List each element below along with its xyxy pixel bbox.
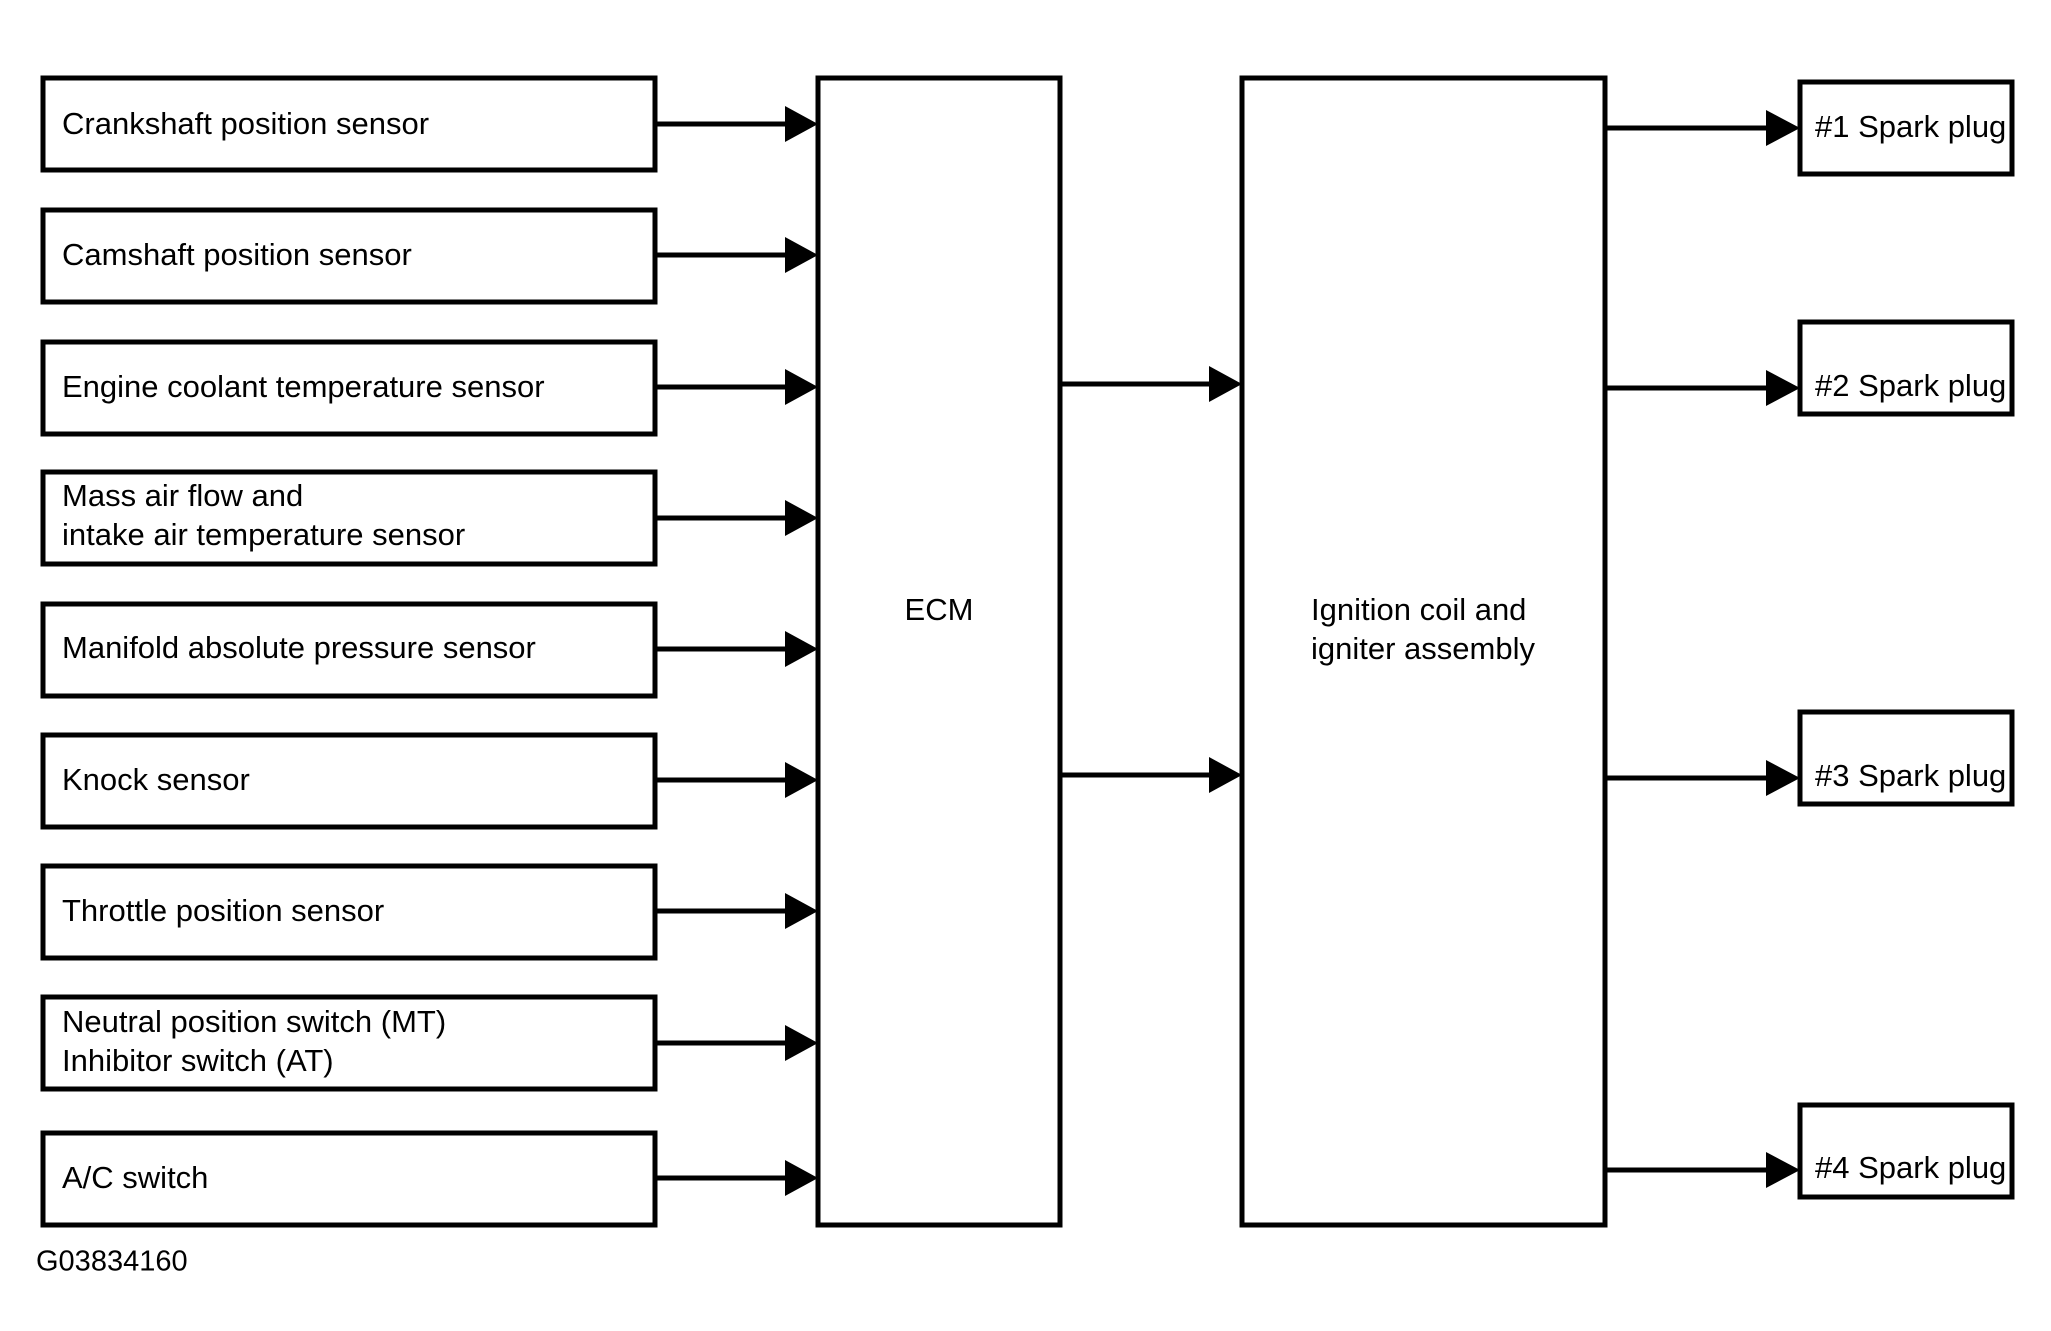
arrow-head-icon [1766,1152,1800,1188]
input-box-mass-air-flow-and-intake-air-temperature-sensor: Mass air flow and intake air temperature… [40,469,818,567]
input-label-line-1: Crankshaft position sensor [62,106,429,141]
input-label-line-1: Knock sensor [62,762,250,797]
ecm-label: ECM [905,592,974,627]
input-box-throttle-position-sensor: Throttle position sensor [40,863,818,961]
box-outline [40,75,658,173]
box-outline [1239,75,1608,1228]
box-outline [40,863,658,961]
input-label-line-2: intake air temperature sensor [62,517,465,552]
input-label-line-1: A/C switch [62,1160,208,1195]
input-label-line-1: Camshaft position sensor [62,237,412,272]
arrow-head-icon [1209,757,1242,793]
arrow-head-icon [1766,760,1800,796]
arrow-head-icon [1766,370,1800,406]
arrow-head-icon [785,1160,818,1196]
input-box-manifold-absolute-pressure-sensor: Manifold absolute pressure sensor [40,601,818,699]
input-label-line-1: Engine coolant temperature sensor [62,369,545,404]
arrow-head-icon [785,237,818,273]
output-label-line-1: #1 Spark plug [1815,109,2006,144]
input-label-line-1: Manifold absolute pressure sensor [62,630,536,665]
figure-caption: G03834160 [36,1246,188,1278]
ecm-to-ignition-connector-upper [1060,366,1242,402]
arrow-head-icon [785,106,818,142]
input-label-line-2: Inhibitor switch (AT) [62,1043,334,1078]
ignition-coil-and-igniter-assembly-box: Ignition coil and igniter assembly [1239,75,1608,1228]
box-outline [1797,1102,2015,1200]
output-label-line-1: #2 Spark plug [1815,368,2006,403]
box-outline [815,75,1063,1228]
arrow-head-icon [785,1025,818,1061]
arrow-head-icon [1766,110,1800,146]
box-outline [40,207,658,305]
arrow-head-icon [1209,366,1242,402]
input-box-knock-sensor: Knock sensor [40,732,818,830]
output-box-spark-plug-3: #3 Spark plug [1605,709,2015,807]
input-label-line-1: Throttle position sensor [62,893,384,928]
output-box-spark-plug-2: #2 Spark plug [1605,319,2015,417]
box-outline [1797,319,2015,417]
arrow-head-icon [785,369,818,405]
input-box-ac-switch: A/C switch [40,1130,818,1228]
output-label-line-1: #4 Spark plug [1815,1150,2006,1185]
arrow-head-icon [785,500,818,536]
ignition-label-line-1: Ignition coil and [1311,592,1526,627]
box-outline [1797,79,2015,177]
input-label-line-1: Neutral position switch (MT) [62,1004,446,1039]
input-box-camshaft-position-sensor: Camshaft position sensor [40,207,818,305]
arrow-head-icon [785,762,818,798]
box-outline [40,339,658,437]
box-outline [40,469,658,567]
box-outline [1797,709,2015,807]
ecm-to-ignition-connector-lower [1060,757,1242,793]
arrow-head-icon [785,893,818,929]
input-label-line-1: Mass air flow and [62,478,303,513]
arrow-head-icon [785,631,818,667]
input-box-crankshaft-position-sensor: Crankshaft position sensor [40,75,818,173]
input-box-neutral-position-switch-inhibitor-switch: Neutral position switch (MT) Inhibitor s… [40,994,818,1092]
output-label-line-1: #3 Spark plug [1815,758,2006,793]
output-box-spark-plug-1: #1 Spark plug [1605,79,2015,177]
box-outline [40,1130,658,1228]
input-box-engine-coolant-temperature-sensor: Engine coolant temperature sensor [40,339,818,437]
ignition-label-line-2: igniter assembly [1311,631,1535,666]
ecm-box: ECM [815,75,1063,1228]
output-box-spark-plug-4: #4 Spark plug [1605,1102,2015,1200]
